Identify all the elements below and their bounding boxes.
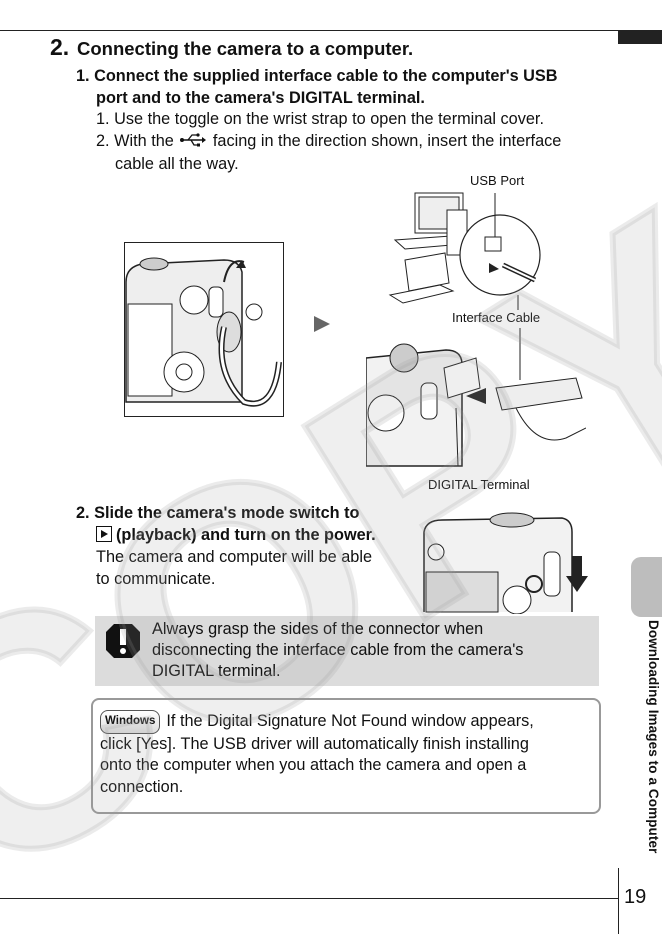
chapter-label: Downloading Images to a Computer (646, 620, 661, 854)
section-number: 2. (50, 34, 70, 60)
section-title: Connecting the camera to a computer. (77, 38, 414, 59)
caution-line3: DIGITAL terminal. (152, 662, 281, 680)
usb-port-label: USB Port (470, 173, 525, 188)
usb-icon (180, 131, 207, 153)
top-rule (0, 30, 618, 31)
windows-line3: onto the computer when you attach the ca… (100, 756, 527, 774)
step1-sub2-a: 2. With the (96, 132, 174, 150)
step1-sub2-b: facing in the direction shown, insert th… (212, 132, 562, 150)
step2-heading: 2. Slide the camera's mode switch to (pl… (76, 502, 416, 546)
windows-line4: connection. (100, 777, 184, 796)
step2-line1: 2. Slide the camera's mode switch to (76, 504, 360, 522)
camera-strap-illustration (124, 242, 284, 417)
next-arrow-icon (314, 316, 330, 332)
playback-icon (96, 526, 112, 542)
interface-cable-label: Interface Cable (452, 310, 541, 325)
computer-usb-illustration (388, 192, 541, 310)
camera-terminal-illustration (366, 328, 586, 467)
step1-sub1: 1. Use the toggle on the wrist strap to … (96, 110, 544, 128)
caution-icon (106, 624, 140, 658)
windows-note-box (91, 698, 601, 814)
caution-line2: disconnecting the interface cable from t… (152, 641, 524, 659)
page-number-divider (618, 868, 619, 934)
corner-tab (618, 30, 662, 44)
windows-line2: click [Yes]. The USB driver will automat… (100, 734, 529, 753)
camera-mode-switch-illustration (423, 512, 588, 614)
step2-desc1: The camera and computer will be able (96, 548, 373, 566)
step2-desc2: to communicate. (96, 570, 216, 588)
caution-text: Always grasp the sides of the connector … (152, 619, 592, 682)
windows-note-text: Windows If the Digital Signature Not Foun… (100, 710, 590, 798)
windows-badge: Windows (100, 710, 161, 734)
step1-sub2-c: cable all the way. (115, 154, 239, 173)
step2-description: The camera and computer will be able to … (96, 546, 416, 590)
step1-line1: 1. Connect the supplied interface cable … (76, 67, 558, 85)
chapter-tab (631, 557, 662, 617)
windows-line1: If the Digital Signature Not Found windo… (166, 712, 534, 730)
step1-sub2: 2. With the facing in the direction show… (96, 130, 606, 175)
step1-heading: 1. Connect the supplied interface cable … (76, 65, 606, 109)
page-number: 19 (624, 886, 647, 908)
bottom-rule (0, 898, 618, 899)
digital-terminal-label: DIGITAL Terminal (428, 477, 530, 492)
step2-line2: (playback) and turn on the power. (116, 526, 376, 544)
caution-line1: Always grasp the sides of the connector … (152, 620, 484, 638)
caution-box (95, 616, 599, 686)
step1-line2: port and to the camera's DIGITAL termina… (96, 89, 425, 107)
